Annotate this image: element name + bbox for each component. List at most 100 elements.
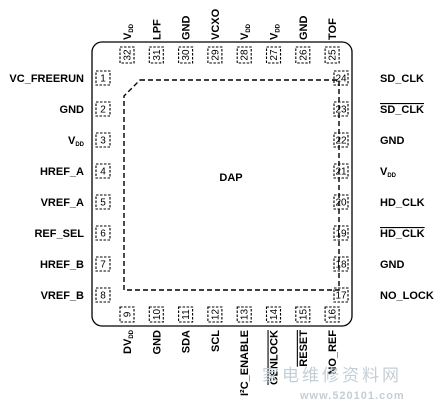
pin-18-label-gnd: GND [380,259,405,271]
pin-9-number: 9 [123,311,134,317]
package-outline [91,41,353,327]
pin-9-label-dvdd: DVDD [122,329,135,354]
pin-30: 30 GND [178,16,194,64]
pin-1: 1 VC_FREERUN [9,70,111,86]
pin-6-pad [95,225,111,241]
pin-22-label-gnd: GND [380,135,405,147]
pin-13-pad [236,306,252,323]
pin-2-label-gnd: GND [60,104,85,116]
pin-29-pad [207,46,223,64]
pin-21-label-vdd-subscript: DD [387,173,396,179]
pin-26-label-gnd: GND [298,16,310,41]
pin-25: 25 TOF [324,18,340,64]
pin-10-pad [148,306,164,323]
pin-2-pad [95,101,111,117]
pin-8-pad [95,287,111,303]
pin-4-number: 4 [100,167,106,178]
pin-21-number: 21 [335,167,347,178]
pin-1-label-vc-freerun: VC_FREERUN [9,73,84,85]
pin-6-number: 6 [100,229,106,240]
pin-24-label-sd-clk: SD_CLK [380,73,424,85]
pin-14-label-genlock: GENLOCK [269,330,281,385]
pin-13-label-i-c-enable: I²C_ENABLE [239,330,251,396]
pin-25-pad [324,46,340,64]
pin-30-number: 30 [181,49,192,61]
pin-3-label-vdd: VDD [68,135,85,148]
pin-19-number: 19 [335,229,347,240]
pin-26-number: 26 [298,49,309,61]
pin-1-number: 1 [100,74,106,85]
pin-25-label-tof: TOF [327,18,339,40]
pin-28-label-vdd-subscript: DD [246,23,252,32]
watermark: 家电维修资料网 www.520101.com [262,366,405,402]
pin-17: 17 NO_LOCK [333,287,434,303]
pin-32-label-vdd: VDD [122,23,135,40]
pin-15-label-reset: RESET [298,330,310,367]
pin-11-number: 11 [181,309,192,320]
pin-27-label-vdd-subscript: DD [276,23,282,32]
pin-7-label-href-b: HREF_B [40,259,84,271]
pin-5-number: 5 [100,198,106,209]
pin-7-pad [95,256,111,272]
pin-22-number: 22 [335,136,347,147]
pin-7-number: 7 [100,260,106,271]
pin-23-pad [333,101,349,117]
watermark-url: www.520101.com [299,390,405,402]
pin-16-pad [324,306,340,323]
pin-28-pad [236,46,252,64]
pin-30-label-gnd: GND [181,16,193,41]
pin-19-label-hd-clk: HD_CLK [380,228,425,240]
pin-12-number: 12 [210,309,221,321]
pin-8-label-vref-b: VREF_B [41,290,84,302]
pin-13-number: 13 [240,309,251,321]
pin-31-number: 31 [152,49,163,61]
pin-18: 18 GND [333,256,405,272]
pin-20-pad [333,194,349,210]
pin-22: 22 GND [333,132,405,148]
pin-17-label-no-lock: NO_LOCK [380,290,434,302]
pin-14-pad [265,306,282,323]
pin-5-pad [95,194,111,210]
pin-28-number: 28 [240,49,251,61]
pin-1-pad [95,70,111,86]
pin-32-label-vdd-subscript: DD [129,23,135,32]
pin-3-label-vdd-subscript: DD [75,142,84,148]
pin-17-number: 17 [335,291,347,302]
pin-31-pad [148,46,164,64]
pin-5-label-vref-a: VREF_A [41,197,84,209]
pin-17-pad [333,287,349,303]
pin-29-number: 29 [210,49,221,61]
pin-15-pad [295,306,311,323]
pin-21-pad [333,163,349,179]
pin-3-pad [95,132,111,148]
pin-29-label-vcxo: VCXO [210,8,222,40]
pin-26-pad [295,46,311,64]
pin-25-number: 25 [328,49,339,61]
pin-14-number: 14 [269,309,280,321]
pin-21-label-vdd: VDD [380,166,397,179]
pin-9-label-dvdd-subscript: DD [129,329,135,338]
pin-5: 5 VREF_A [41,194,111,210]
pin-29: 29 VCXO [207,8,223,64]
pin-11-pad [178,306,194,323]
dap-label: DAP [219,172,242,184]
pin-18-number: 18 [335,260,347,271]
pin-30-pad [178,46,194,64]
pin-23-label-sd-clk: SD_CLK [380,104,424,116]
